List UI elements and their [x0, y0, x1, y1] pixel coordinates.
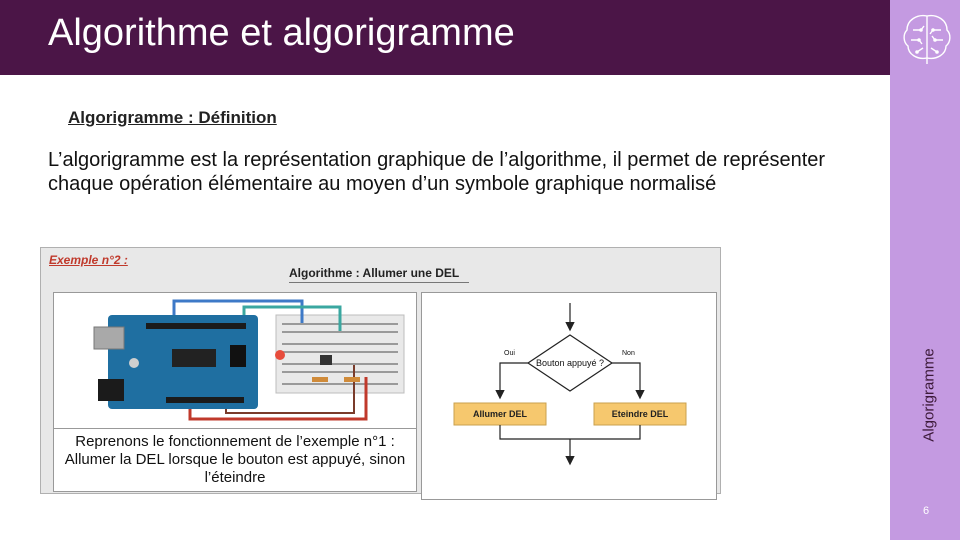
yes-label: Oui	[504, 350, 515, 357]
definition-paragraph: L’algorigramme est la représentation gra…	[48, 149, 826, 195]
yes-branch-arrow	[495, 362, 528, 400]
section-side-label: Algorigramme	[920, 348, 938, 442]
merge-lines	[499, 425, 641, 440]
section-subtitle: Algorigramme : Définition	[68, 108, 277, 127]
circuit-panel	[53, 292, 417, 429]
title-underline	[289, 282, 469, 283]
arduino-circuit-image	[93, 299, 405, 421]
example-figure: Exemple n°2 : Algorithme : Allumer une D…	[40, 247, 721, 500]
no-label: Non	[622, 350, 635, 357]
slide-title: Algorithme et algorigramme	[48, 12, 515, 54]
title-bar: Algorithme et algorigramme	[0, 0, 890, 75]
decision-diamond	[526, 334, 614, 392]
flowchart: Bouton appuyé ? Oui Non Allumer DEL Etei…	[453, 303, 687, 466]
page-number: 6	[922, 505, 930, 517]
brain-logo-icon	[903, 14, 951, 64]
example-label: Exemple n°2 :	[49, 253, 128, 267]
example-caption: Reprenons le fonctionnement de l’exemple…	[64, 433, 406, 486]
example-title: Algorithme : Allumer une DEL	[289, 266, 460, 280]
sidebar	[890, 0, 960, 540]
no-branch-arrow	[612, 362, 645, 400]
flowchart-panel: Bouton appuyé ? Oui Non Allumer DEL Etei…	[421, 292, 717, 500]
turn-off-label: Eteindre DEL	[612, 409, 669, 419]
decision-label: Bouton appuyé ?	[536, 358, 604, 368]
turn-on-label: Allumer DEL	[473, 409, 528, 419]
caption-panel: Reprenons le fonctionnement de l’exemple…	[53, 428, 417, 492]
